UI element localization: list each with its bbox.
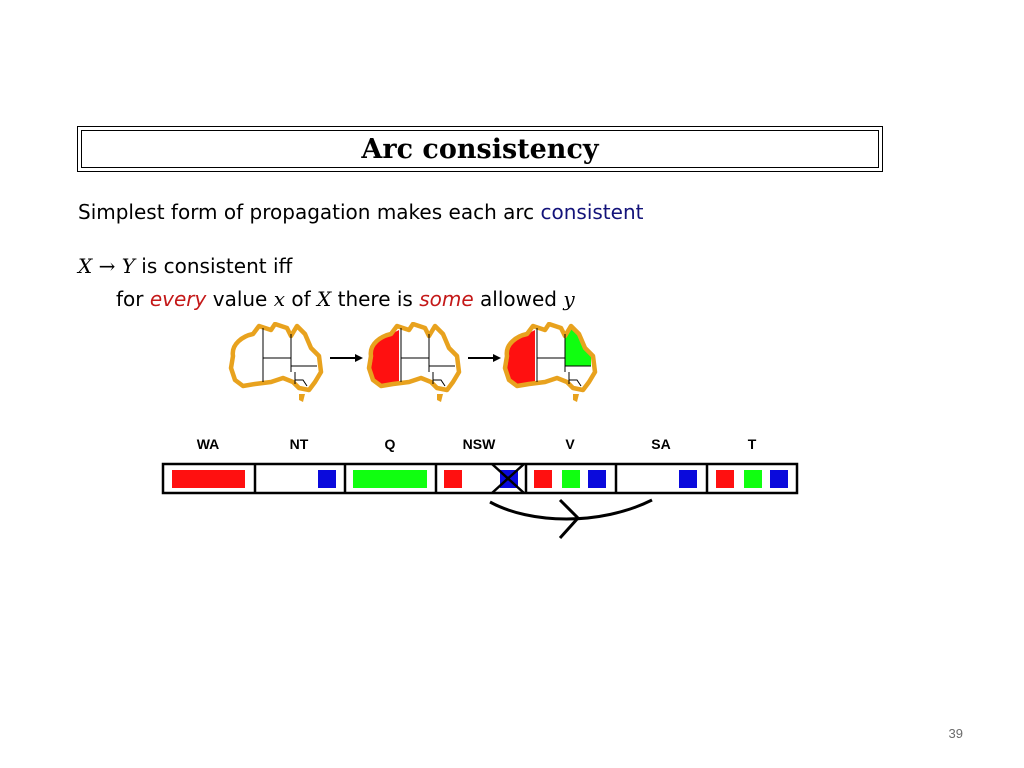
condition-text-3: of <box>285 287 317 311</box>
intro-text: Simplest form of propagation makes each … <box>78 200 541 224</box>
definition-text: is consistent iff <box>134 254 293 278</box>
domain-label-nt: NT <box>289 436 309 452</box>
wa-red-value <box>172 470 245 488</box>
arc-arrow-head <box>558 498 581 540</box>
v-red-value <box>534 470 552 488</box>
t-green-value <box>744 470 762 488</box>
val-y: y <box>563 287 575 311</box>
t-red-value <box>716 470 734 488</box>
intro-line: Simplest form of propagation makes each … <box>78 200 643 224</box>
domain-label-sa: SA <box>651 436 671 452</box>
condition-text-4: there is <box>331 287 420 311</box>
domain-label-t: T <box>747 436 757 452</box>
v-blue-value <box>588 470 606 488</box>
domain-label-nsw: NSW <box>462 436 496 452</box>
domain-bar-frame <box>161 462 799 495</box>
val-x: x <box>273 287 285 311</box>
domain-bar <box>161 462 799 540</box>
v-green-value <box>562 470 580 488</box>
domain-label-wa: WA <box>196 436 220 452</box>
q-green-value <box>353 470 427 488</box>
domain-label-v: V <box>565 436 575 452</box>
var-x-2: X <box>317 287 332 311</box>
condition-text-1: for <box>116 287 150 311</box>
var-y: Y <box>121 254 135 278</box>
map-wa-colored <box>369 324 459 402</box>
nsw-red-value <box>444 470 462 488</box>
map-uncolored <box>231 324 321 402</box>
domain-label-q: Q <box>384 436 396 452</box>
page-number: 39 <box>948 726 963 741</box>
condition-text-5: allowed <box>473 287 564 311</box>
nt-blue-value <box>318 470 336 488</box>
slide-title: Arc consistency <box>361 133 599 165</box>
condition-line: for every value x of X there is some all… <box>116 287 575 311</box>
every-term: every <box>149 287 207 311</box>
arrow-symbol: → <box>98 254 116 278</box>
title-inner-frame: Arc consistency <box>81 130 879 168</box>
definition-line: X → Y is consistent iff <box>78 254 292 278</box>
t-blue-value <box>770 470 788 488</box>
consistent-term: consistent <box>540 200 644 224</box>
australia-maps <box>225 322 625 402</box>
sa-blue-value <box>679 470 697 488</box>
some-term: some <box>419 287 474 311</box>
arc-arrow <box>489 498 653 521</box>
condition-text-2: value <box>206 287 274 311</box>
var-x: X <box>78 254 93 278</box>
map-wa-q-colored <box>505 324 595 402</box>
title-frame: Arc consistency <box>77 126 883 172</box>
